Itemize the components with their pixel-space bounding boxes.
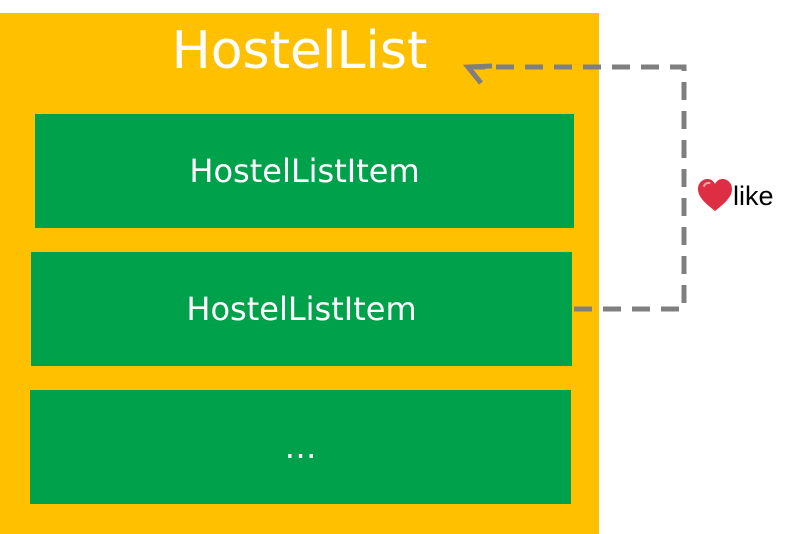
heart-icon [698,179,732,211]
connector-dashed-line [474,64,687,312]
hostel-list-item-label: HostelListItem [186,290,417,328]
hostel-list-item: HostelListItem [31,252,572,366]
hostel-list-item: HostelListItem [35,114,574,228]
like-text: like [733,180,774,211]
hostel-list-item-ellipsis: … [284,428,317,466]
hostel-list-title: HostelList [171,21,428,81]
hostel-list-item-more: … [30,390,571,504]
arrow-head-icon [462,63,493,85]
hostel-list-item-label: HostelListItem [189,152,420,190]
like-event-label: like [697,178,774,214]
